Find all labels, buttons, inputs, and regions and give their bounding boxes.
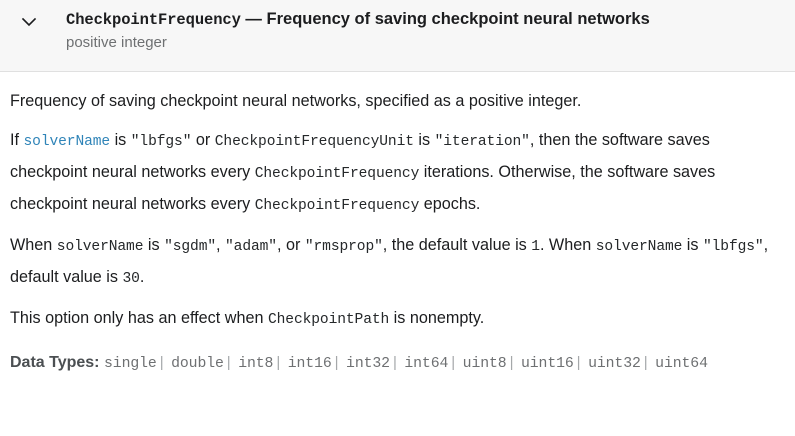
data-type-separator: | xyxy=(392,354,397,371)
p2-text-3: or xyxy=(191,131,215,149)
p3-text-5: , the default value is xyxy=(382,236,532,254)
parameter-description-body: Frequency of saving checkpoint neural ne… xyxy=(0,72,795,379)
code-iteration: "iteration" xyxy=(434,134,530,150)
code-default-1: 1 xyxy=(531,239,540,255)
p3-text-1: When xyxy=(10,236,57,254)
code-sgdm: "sgdm" xyxy=(164,239,217,255)
data-type-separator: | xyxy=(226,354,231,371)
code-lbfgs: "lbfgs" xyxy=(130,134,192,150)
code-adam: "adam" xyxy=(225,239,277,255)
code-solvername-2: solverName xyxy=(595,239,683,255)
title-dash: — xyxy=(240,10,267,28)
code-solvername-1: solverName xyxy=(56,239,144,255)
data-type-int64: int64 xyxy=(404,356,449,372)
link-solvername[interactable]: solverName xyxy=(23,134,111,150)
code-lbfgs-2: "lbfgs" xyxy=(702,239,764,255)
data-type-int16: int16 xyxy=(287,356,332,372)
chevron-down-icon[interactable] xyxy=(16,10,42,34)
data-type-int32: int32 xyxy=(346,356,390,372)
parameter-name: CheckpointFrequency xyxy=(66,11,241,29)
code-checkpointfrequency-2: CheckpointFrequency xyxy=(254,198,420,214)
data-types-list: single| double| int8| int16| int32| int6… xyxy=(100,353,708,372)
data-types-row: Data Types: single| double| int8| int16|… xyxy=(10,347,773,379)
code-rmsprop: "rmsprop" xyxy=(304,239,383,255)
p2-text-4: is xyxy=(413,131,435,149)
p3-text-8: , default value is xyxy=(10,236,769,286)
data-type-separator: | xyxy=(451,354,456,371)
header-text-block: CheckpointFrequency — Frequency of savin… xyxy=(66,9,785,54)
paragraph-3: When solverName is "sgdm", "adam", or "r… xyxy=(10,230,773,294)
code-default-30: 30 xyxy=(122,271,140,287)
p3-text-7: is xyxy=(682,236,703,254)
p2-text-2: is xyxy=(110,131,131,149)
page-title: CheckpointFrequency — Frequency of savin… xyxy=(66,9,785,31)
p2-text-5: , then the software saves checkpoint neu… xyxy=(10,131,710,181)
data-type-int8: int8 xyxy=(238,356,274,372)
p3-text-6: . When xyxy=(539,236,596,254)
data-type-separator: | xyxy=(276,354,281,371)
data-types-label: Data Types: xyxy=(10,354,100,371)
data-type-separator: | xyxy=(576,354,581,371)
data-type-single: single xyxy=(104,356,157,372)
paragraph-2: If solverName is "lbfgs" or CheckpointFr… xyxy=(10,125,773,221)
p3-text-3: , xyxy=(216,236,226,254)
p4-text-1: This option only has an effect when xyxy=(10,309,268,327)
code-checkpointfrequencyunit: CheckpointFrequencyUnit xyxy=(214,134,414,150)
paragraph-4: This option only has an effect when Chec… xyxy=(10,303,773,335)
parameter-type-subtitle: positive integer xyxy=(66,34,167,51)
data-type-separator: | xyxy=(159,354,164,371)
data-type-uint8: uint8 xyxy=(462,356,507,372)
data-type-uint64: uint64 xyxy=(655,356,708,372)
title-summary: Frequency of saving checkpoint neural ne… xyxy=(266,10,650,28)
data-type-separator: | xyxy=(509,354,514,371)
p2-text-7: epochs. xyxy=(419,195,481,213)
p2-text-1: If xyxy=(10,131,24,149)
p2-text-6: iterations. Otherwise, the software save… xyxy=(10,163,716,213)
data-type-separator: | xyxy=(334,354,339,371)
code-checkpointpath: CheckpointPath xyxy=(267,312,390,328)
data-type-uint16: uint16 xyxy=(520,356,574,372)
p4-text-2: is nonempty. xyxy=(389,309,485,327)
p3-text-4: , or xyxy=(276,236,305,254)
p3-text-2: is xyxy=(143,236,165,254)
data-type-double: double xyxy=(171,356,224,372)
code-checkpointfrequency-1: CheckpointFrequency xyxy=(254,166,420,182)
paragraph-1: Frequency of saving checkpoint neural ne… xyxy=(10,86,773,116)
parameter-header[interactable]: CheckpointFrequency — Frequency of savin… xyxy=(0,0,795,72)
p3-text-9: . xyxy=(139,268,145,286)
data-type-uint32: uint32 xyxy=(588,356,641,372)
data-type-separator: | xyxy=(643,354,648,371)
p1-text: Frequency of saving checkpoint neural ne… xyxy=(10,92,582,110)
